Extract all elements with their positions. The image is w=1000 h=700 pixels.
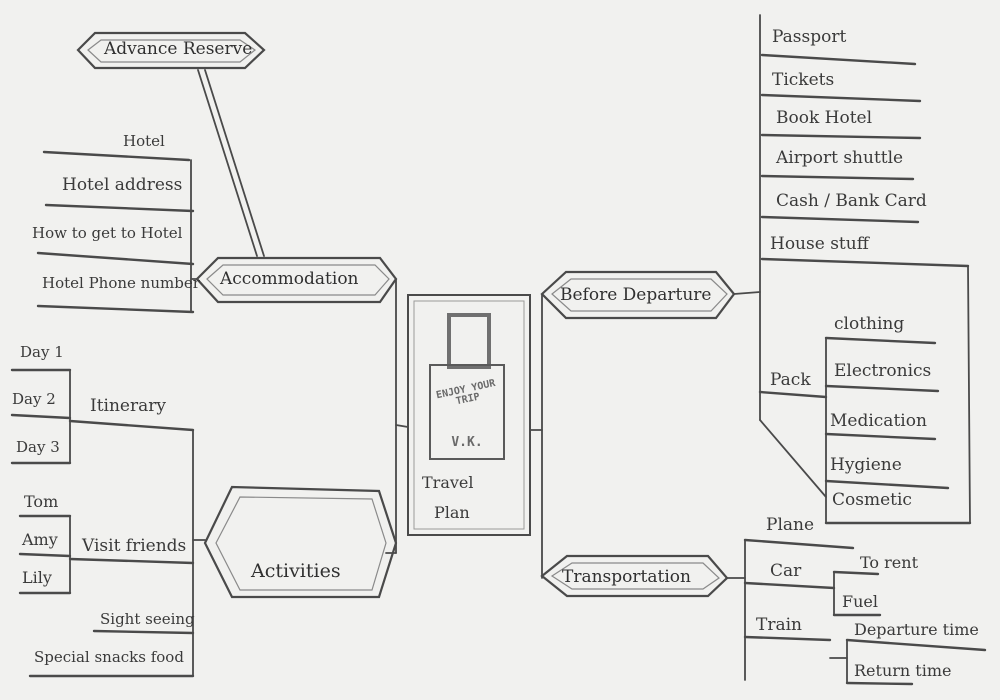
accommodation-label: Accommodation bbox=[220, 269, 359, 289]
car-to-rent: To rent bbox=[860, 553, 918, 572]
accommodation-item-how-to-get: How to get to Hotel bbox=[32, 224, 183, 242]
itinerary-label: Itinerary bbox=[90, 396, 166, 416]
departure-item-cash-card: Cash / Bank Card bbox=[776, 191, 927, 211]
pack-item-cosmetic: Cosmetic bbox=[832, 490, 912, 510]
transport-plane: Plane bbox=[766, 515, 815, 535]
pack-item-clothing: clothing bbox=[834, 314, 905, 334]
center-label-line2: Plan bbox=[434, 503, 470, 522]
bag-icon bbox=[429, 364, 505, 460]
train-return-time: Return time bbox=[854, 661, 952, 680]
departure-item-house-stuff: House stuff bbox=[770, 234, 869, 254]
visit-friends-label: Visit friends bbox=[82, 536, 187, 556]
pack-item-electronics: Electronics bbox=[834, 361, 932, 381]
train-departure-time: Departure time bbox=[854, 620, 979, 639]
pack-label: Pack bbox=[770, 370, 811, 390]
pack-item-medication: Medication bbox=[830, 411, 927, 431]
friend-tom: Tom bbox=[24, 492, 59, 511]
accommodation-item-hotel-address: Hotel address bbox=[62, 175, 183, 195]
car-fuel: Fuel bbox=[842, 592, 878, 611]
itinerary-day-2: Day 2 bbox=[12, 390, 56, 408]
activities-node bbox=[203, 485, 398, 599]
transport-car: Car bbox=[770, 561, 802, 581]
friend-amy: Amy bbox=[22, 530, 58, 549]
special-food: Special snacks food bbox=[34, 648, 184, 666]
center-node bbox=[407, 294, 531, 536]
departure-item-tickets: Tickets bbox=[772, 70, 835, 90]
itinerary-day-1: Day 1 bbox=[20, 343, 64, 361]
transportation-label: Transportation bbox=[562, 567, 691, 587]
itinerary-day-3: Day 3 bbox=[16, 438, 60, 456]
transport-train: Train bbox=[756, 615, 802, 635]
accommodation-item-hotel: Hotel bbox=[123, 132, 165, 150]
sightseeing: Sight seeing bbox=[100, 610, 195, 628]
bag-initials: V.K. bbox=[451, 435, 483, 450]
activities-label: Activities bbox=[251, 560, 341, 582]
advance-reserve-node bbox=[76, 31, 266, 70]
departure-item-passport: Passport bbox=[772, 27, 847, 47]
before-departure-label: Before Departure bbox=[560, 285, 712, 305]
accommodation-item-phone: Hotel Phone number bbox=[42, 274, 200, 292]
pack-item-hygiene: Hygiene bbox=[830, 455, 902, 475]
center-label-line1: Travel bbox=[422, 473, 474, 492]
departure-item-book-hotel: Book Hotel bbox=[776, 108, 873, 128]
departure-item-airport-shuttle: Airport shuttle bbox=[776, 148, 904, 168]
advance-reserve-label: Advance Reserve bbox=[104, 39, 253, 59]
friend-lily: Lily bbox=[22, 568, 52, 587]
